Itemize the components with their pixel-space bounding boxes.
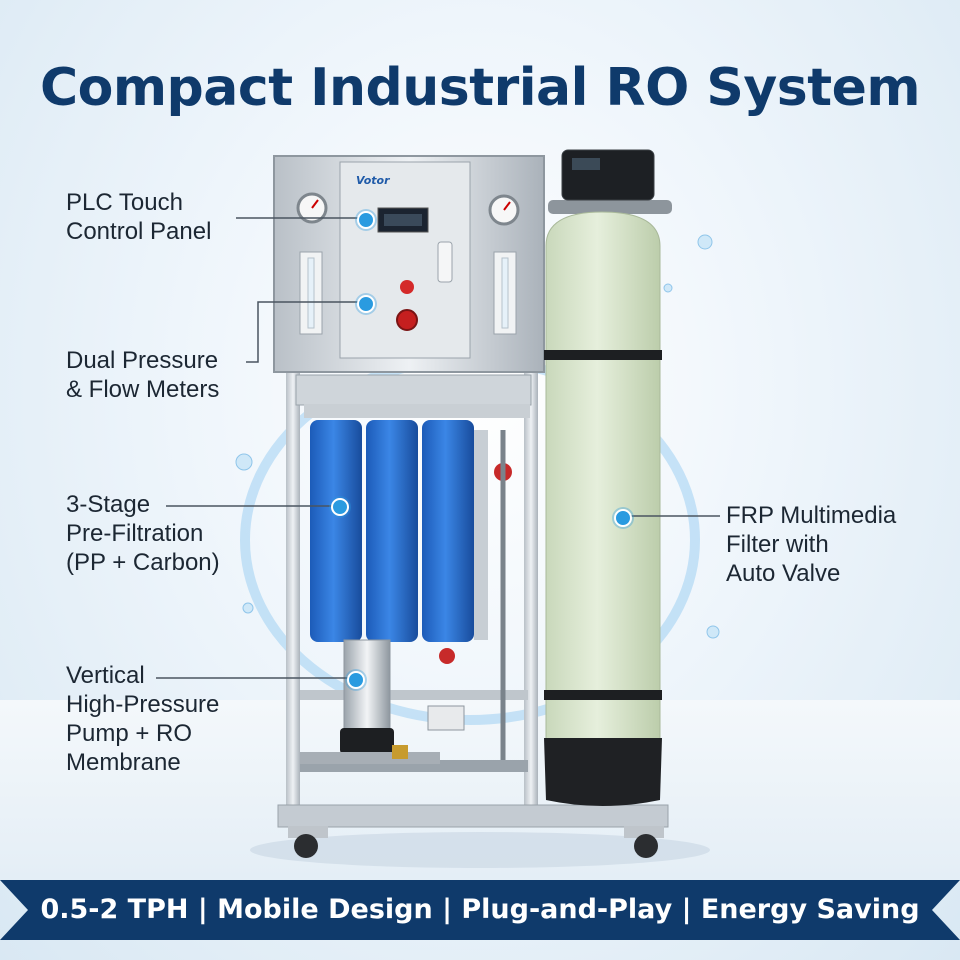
- steel-frame: [277, 370, 669, 828]
- label-line: (PP + Carbon): [66, 549, 220, 576]
- label-line: 3-Stage: [66, 491, 151, 518]
- page-title: Compact Industrial RO System: [39, 58, 921, 118]
- water-droplet: [697, 234, 713, 250]
- banner-ribbon: [0, 880, 960, 940]
- label-line: Vertical: [66, 662, 145, 689]
- feature-banner: 0.5-2 TPH | Mobile Design | Plug-and-Pla…: [0, 880, 960, 940]
- casters: [288, 826, 664, 858]
- label-line: Control Panel: [66, 218, 212, 245]
- water-droplet: [706, 625, 720, 639]
- flow-meter-hotspot[interactable]: [357, 295, 375, 313]
- pump-hotspot[interactable]: [347, 671, 365, 689]
- water-droplet: [663, 283, 673, 293]
- frp-tank: [544, 149, 672, 806]
- feature-label-frp: FRP Multimedia Filter with Auto Valve: [726, 501, 896, 588]
- label-line: Pump + RO: [66, 720, 193, 747]
- plc-panel-hotspot[interactable]: [357, 211, 375, 229]
- water-droplet: [235, 453, 253, 471]
- label-line: Membrane: [66, 749, 181, 776]
- frp-filter-hotspot[interactable]: [614, 509, 632, 527]
- control-cabinet: Votor: [273, 155, 545, 373]
- label-line: High-Pressure: [66, 691, 220, 718]
- label-line: Dual Pressure: [66, 347, 219, 374]
- feature-label-meters: Dual Pressure & Flow Meters: [66, 346, 219, 404]
- label-line: Auto Valve: [726, 560, 841, 587]
- feature-label-prefilter: 3-Stage Pre-Filtration (PP + Carbon): [66, 490, 220, 577]
- banner-text: 0.5-2 TPH | Mobile Design | Plug-and-Pla…: [40, 894, 920, 925]
- water-droplet: [242, 602, 254, 614]
- label-line: PLC Touch: [66, 189, 183, 216]
- high-pressure-pump: [300, 639, 465, 764]
- brand-logo: Votor: [356, 174, 390, 187]
- prefilter-hotspot[interactable]: [331, 498, 349, 516]
- prefilter-cartridges: [304, 404, 530, 760]
- label-line: & Flow Meters: [66, 376, 220, 403]
- feature-label-plc: PLC Touch Control Panel: [66, 188, 211, 246]
- label-line: FRP Multimedia: [726, 502, 897, 529]
- label-line: Pre-Filtration: [66, 520, 204, 547]
- label-line: Filter with: [726, 531, 829, 558]
- feature-label-pump: Vertical High-Pressure Pump + RO Membran…: [66, 661, 219, 777]
